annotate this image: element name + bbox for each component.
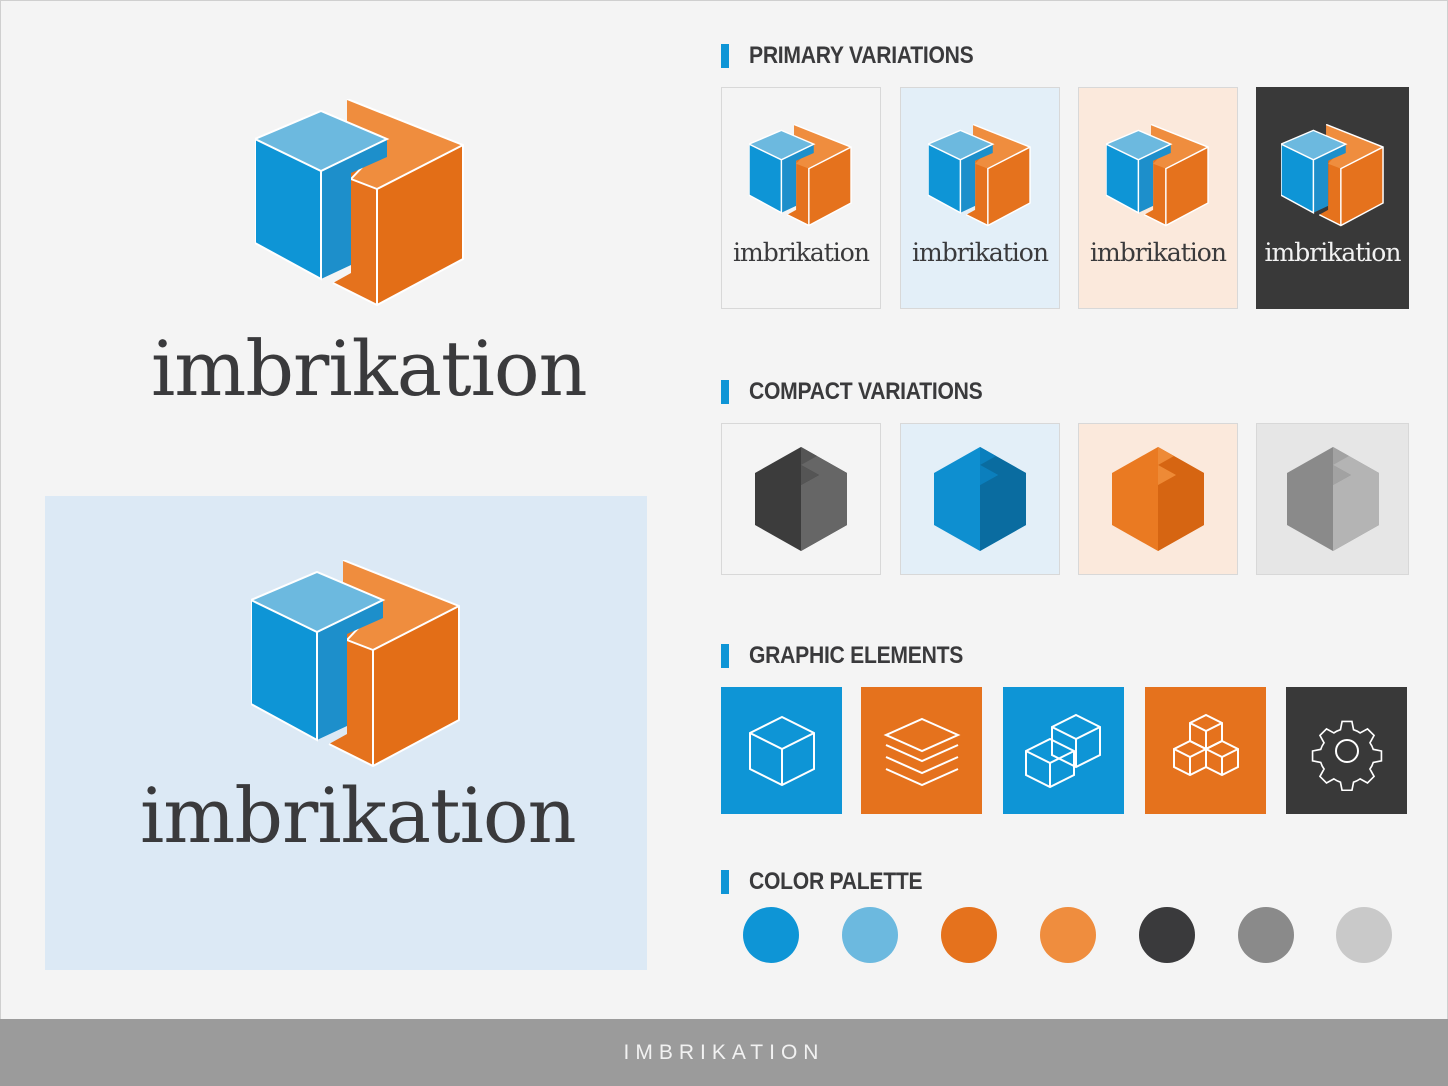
- section-title: PRIMARY VARIATIONS: [749, 42, 974, 69]
- logo-mark-icon: [255, 99, 464, 307]
- graphic-element-tile: [721, 687, 842, 814]
- tile-wordmark: imbrikation: [1090, 238, 1227, 267]
- graphic-element-tile: [1286, 687, 1407, 814]
- compact-cube-gray-icon: [1286, 447, 1379, 551]
- cube-pyramid-icon: [1172, 713, 1239, 776]
- logo-on-light-blue-card: imbrikation: [45, 496, 647, 970]
- cube-icon: [748, 715, 815, 786]
- graphic-element-tile: [861, 687, 982, 814]
- logo-wordmark: imbrikation: [151, 324, 588, 413]
- section-title: GRAPHIC ELEMENTS: [749, 642, 964, 669]
- compact-cube-dark-icon: [755, 447, 847, 551]
- accent-bar: [721, 870, 729, 894]
- color-swatch-light-orange: [1040, 907, 1096, 963]
- section-title: COLOR PALETTE: [749, 868, 923, 895]
- compact-variation-tile: [900, 423, 1060, 575]
- section-heading-palette: COLOR PALETTE: [721, 868, 946, 895]
- tile-wordmark: imbrikation: [1264, 238, 1402, 267]
- logo-mark-icon: [1280, 124, 1384, 227]
- compact-cube-orange-icon: [1112, 447, 1204, 551]
- footer-bar: IMBRIKATION: [0, 1019, 1448, 1086]
- compact-variation-tile: [1078, 423, 1238, 575]
- color-swatch-blue: [743, 907, 799, 963]
- logo-mark-icon: [749, 124, 852, 227]
- tile-wordmark: imbrikation: [733, 238, 870, 267]
- color-swatch-light-blue: [842, 907, 898, 963]
- compact-variation-tile: [721, 423, 881, 575]
- primary-variation-tile: imbrikation: [721, 87, 881, 309]
- primary-variation-tile: imbrikation: [1078, 87, 1238, 309]
- logo-mark-icon: [251, 560, 460, 768]
- compact-variation-tile: [1256, 423, 1409, 575]
- gear-icon: [1311, 720, 1382, 791]
- accent-bar: [721, 380, 729, 404]
- primary-variation-tile: imbrikation: [1256, 87, 1409, 309]
- color-swatch-charcoal: [1139, 907, 1195, 963]
- footer-title: IMBRIKATION: [623, 1041, 825, 1064]
- logo-wordmark: imbrikation: [140, 771, 577, 860]
- color-swatch-gray: [1238, 907, 1294, 963]
- graphic-element-tile: [1003, 687, 1124, 814]
- section-heading-primary: PRIMARY VARIATIONS: [721, 42, 1004, 69]
- accent-bar: [721, 644, 729, 668]
- accent-bar: [721, 44, 729, 68]
- section-heading-graphic: GRAPHIC ELEMENTS: [721, 642, 992, 669]
- color-swatch-light-gray: [1336, 907, 1392, 963]
- compact-cube-blue-icon: [934, 447, 1026, 551]
- logo-mark-icon: [928, 124, 1031, 227]
- section-heading-compact: COMPACT VARIATIONS: [721, 378, 1014, 405]
- section-title: COMPACT VARIATIONS: [749, 378, 983, 405]
- tile-wordmark: imbrikation: [912, 238, 1049, 267]
- graphic-element-tile: [1145, 687, 1266, 814]
- layers-icon: [883, 717, 960, 786]
- board: imbrikation imbrikation PRIMARY VARIATIO…: [0, 0, 1448, 1019]
- primary-variation-tile: imbrikation: [900, 87, 1060, 309]
- logo-mark-icon: [1106, 124, 1209, 227]
- color-swatch-orange: [941, 907, 997, 963]
- stacked-cubes-icon: [1024, 713, 1101, 788]
